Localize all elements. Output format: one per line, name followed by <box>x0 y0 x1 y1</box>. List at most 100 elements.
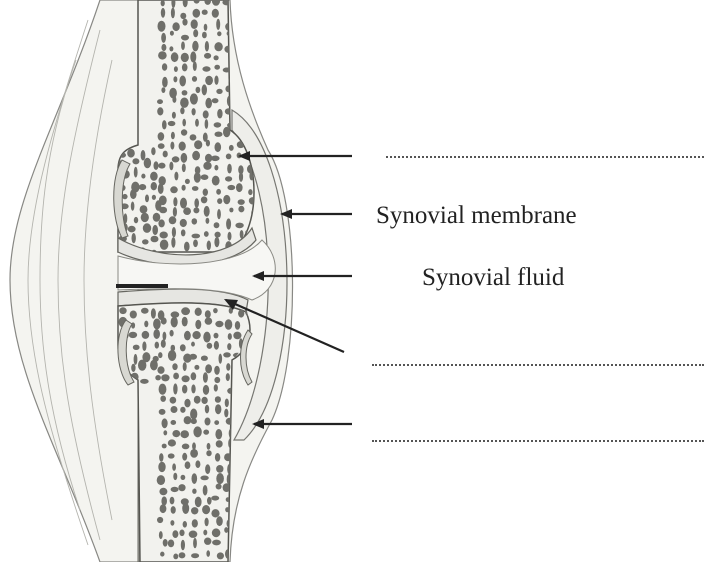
bone-pore <box>246 10 253 16</box>
bone-pore <box>160 396 166 402</box>
bone-pore <box>214 377 220 383</box>
synovial-fluid-label: Synovial fluid <box>422 263 564 293</box>
bone-pore <box>227 164 232 174</box>
bone-pore <box>248 89 254 94</box>
bone-pore <box>214 122 222 127</box>
bone-pore <box>142 239 149 244</box>
bone-pore <box>249 547 254 557</box>
bone-pore <box>191 372 197 380</box>
bone-pore <box>155 200 161 211</box>
bone-pore <box>132 158 139 164</box>
bone-pore <box>214 384 218 391</box>
bone-pore <box>238 516 245 526</box>
bone-pore <box>196 87 201 93</box>
bone-pore <box>162 120 167 129</box>
bone-pore <box>245 18 252 27</box>
bone-pore <box>174 172 178 181</box>
bone-pore <box>207 343 213 349</box>
bone-pore <box>193 240 198 248</box>
bone-pore <box>201 174 209 180</box>
bone-pore <box>193 29 198 37</box>
bone-pore <box>223 352 231 357</box>
bone-pore <box>191 418 197 424</box>
bone-pore <box>170 142 174 150</box>
bone-pore <box>162 444 167 449</box>
bone-pore <box>194 140 202 149</box>
bone-pore <box>195 497 202 508</box>
bone-pore <box>250 64 255 73</box>
bone-pore <box>225 399 229 408</box>
bone-pore <box>217 31 221 36</box>
bone-pore <box>182 444 190 450</box>
bone-pore <box>133 345 140 350</box>
bone-pore <box>157 107 163 115</box>
bone-pore <box>182 385 187 394</box>
bone-pore <box>170 186 178 193</box>
bone-pore <box>203 430 209 435</box>
bone-pore <box>236 542 242 547</box>
bone-pore <box>161 44 166 51</box>
bone-pore <box>214 341 219 350</box>
bone-pore <box>152 195 156 200</box>
bone-pore <box>161 317 167 324</box>
bone-pore <box>162 63 167 70</box>
bone-pore <box>161 374 169 381</box>
bone-pore <box>203 530 207 536</box>
bone-pore <box>153 213 161 222</box>
bone-pore <box>162 77 168 88</box>
bone-pore <box>172 22 179 31</box>
bone-pore <box>236 0 243 6</box>
bone-pore <box>226 373 230 381</box>
bone-pore <box>131 202 135 211</box>
bone-pore <box>181 540 185 551</box>
bone-pore <box>202 84 207 95</box>
bone-pore <box>172 530 178 538</box>
bone-pore <box>191 19 198 29</box>
bone-pore <box>140 205 148 213</box>
bone-pore <box>215 429 222 439</box>
bone-pore <box>194 198 199 208</box>
bone-pore <box>134 354 138 365</box>
bone-pore <box>138 360 146 371</box>
bone-pore <box>161 87 165 93</box>
bone-pore <box>182 317 188 327</box>
bone-pore <box>228 333 232 340</box>
bone-pore <box>169 88 177 99</box>
bone-pore <box>160 232 168 239</box>
bone-pore <box>192 76 197 82</box>
bone-pore <box>214 42 222 51</box>
bone-pore <box>229 208 233 213</box>
bone-pore <box>151 182 157 190</box>
bone-pore <box>244 531 253 538</box>
bone-pore <box>162 418 168 428</box>
bone-pore <box>168 453 175 458</box>
bone-pore <box>202 505 210 514</box>
bone-pore <box>192 234 201 239</box>
bone-pore <box>193 61 197 71</box>
bone-pore <box>212 9 219 18</box>
bone-pore <box>182 453 187 461</box>
bone-pore <box>139 184 146 190</box>
bone-pore <box>142 331 150 339</box>
bone-pore <box>160 504 167 513</box>
bone-pore <box>216 89 222 94</box>
bone-pore <box>195 320 201 329</box>
bone-pore <box>179 76 186 87</box>
bone-pore <box>142 341 146 351</box>
bone-pore <box>192 218 198 224</box>
bone-pore <box>192 331 200 339</box>
bone-pore <box>211 156 220 162</box>
bone-pore <box>184 242 190 252</box>
label-5-blank-line <box>372 440 704 442</box>
bone-pore <box>180 407 185 413</box>
bone-pore <box>214 237 219 247</box>
bone-pore <box>173 554 178 560</box>
bone-pore <box>141 150 146 161</box>
bone-pore <box>171 487 179 492</box>
bone-pore <box>141 174 145 179</box>
bone-pore <box>217 198 222 204</box>
bone-pore <box>191 553 199 558</box>
bone-pore <box>202 32 207 39</box>
bone-pore <box>195 460 200 468</box>
bone-pore <box>190 409 197 420</box>
